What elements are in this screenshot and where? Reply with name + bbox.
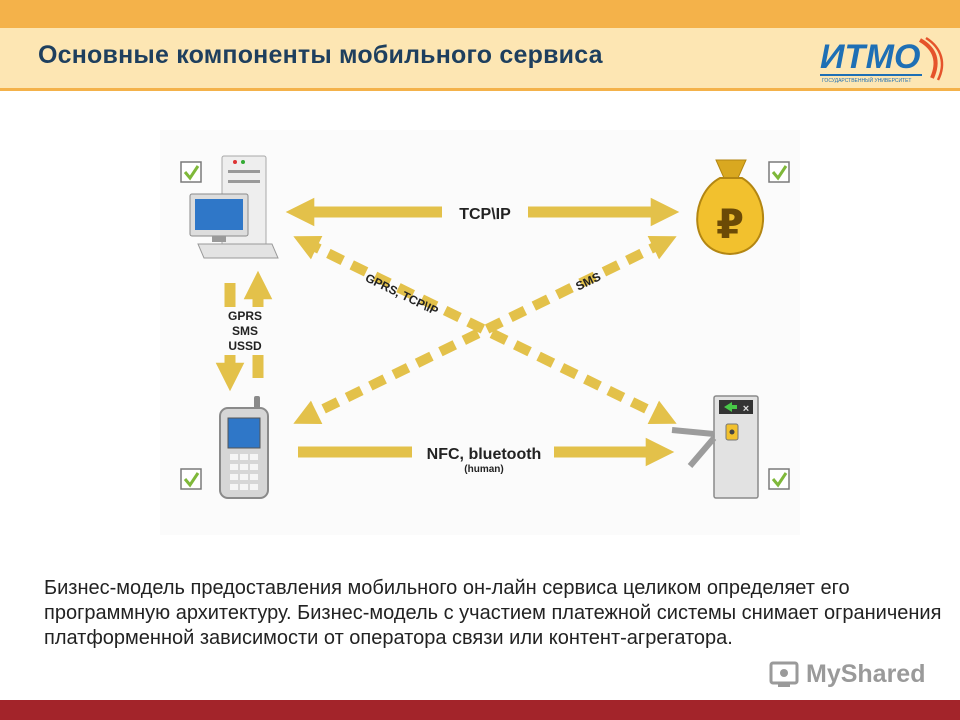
label-tcp-ip: TCP\IP	[459, 206, 511, 223]
label-nfc-bluetooth: NFC, bluetooth	[427, 446, 542, 463]
arrow-tcp-ip: TCP\IP	[285, 197, 680, 227]
header-divider	[0, 88, 960, 91]
svg-text:×: ×	[743, 403, 749, 415]
checkbox-server	[180, 161, 202, 183]
page-title: Основные компоненты мобильного сервиса	[38, 41, 603, 69]
label-sms-vertical: SMS	[232, 324, 258, 338]
itmo-logo: ИТМО ГОСУДАРСТВЕННЫЙ УНИВЕРСИТЕТ	[820, 36, 944, 84]
watermark: MyShared	[768, 658, 925, 690]
currency-symbol: ₽	[716, 202, 744, 248]
description-text: Бизнес-модель предоставления мобильного …	[44, 577, 942, 649]
label-human: (human)	[464, 464, 503, 475]
mobile-phone-icon	[219, 396, 269, 499]
checkbox-phone	[180, 468, 202, 490]
label-ussd: USSD	[228, 339, 262, 353]
label-gprs: GPRS	[228, 309, 262, 323]
turnstile-icon: ×	[671, 395, 759, 499]
logo-subtext: ГОСУДАРСТВЕННЫЙ УНИВЕРСИТЕТ	[822, 76, 912, 84]
label-gprs-tcp-ip: GPRS, TCP\IP	[363, 271, 440, 318]
header-top-stripe	[0, 0, 960, 28]
footer-bar	[0, 700, 960, 720]
watermark-text: MyShared	[806, 659, 926, 688]
header-band	[0, 28, 960, 88]
checkbox-turnstile	[768, 468, 790, 490]
money-bag-icon: ₽	[696, 159, 764, 256]
arrow-server-phone: GPRS SMS USSD	[215, 270, 273, 392]
watermark-icon	[769, 661, 799, 687]
logo-text: ИТМО	[820, 38, 920, 76]
server-pc-icon	[189, 155, 279, 259]
checkbox-payment	[768, 161, 790, 183]
label-sms: SMS	[573, 269, 603, 293]
arrow-nfc-bluetooth: NFC, bluetooth (human)	[298, 437, 675, 477]
